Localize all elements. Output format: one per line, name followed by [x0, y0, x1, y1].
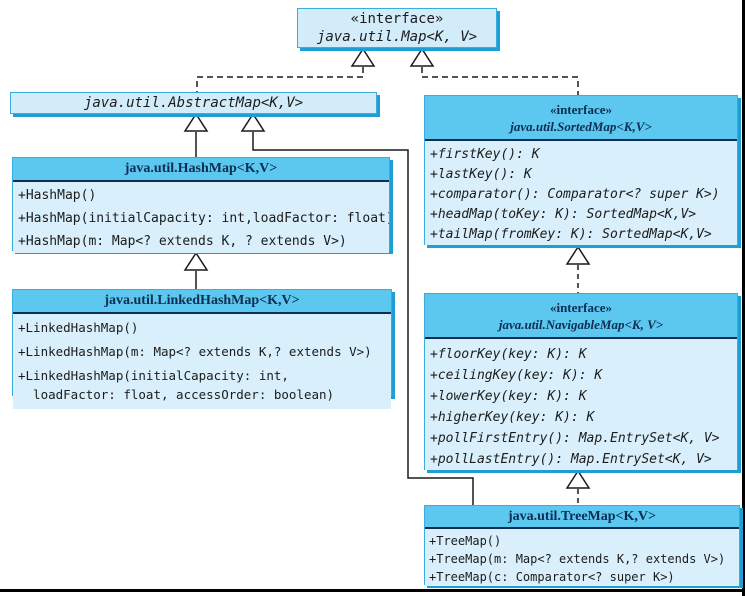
realization-arrow-abstractmap-to-map [196, 47, 376, 92]
class-box-treemap: java.util.TreeMap<K,V> +TreeMap()+TreeMa… [424, 505, 740, 586]
class-header-sortedmap: «interface» java.util.SortedMap<K,V> [425, 96, 737, 141]
generalization-arrow-treemap-to-abstractmap [240, 112, 474, 505]
class-header-hashmap: java.util.HashMap<K,V> [13, 158, 389, 182]
class-box-linkedhashmap: java.util.LinkedHashMap<K,V> +LinkedHash… [12, 289, 392, 409]
class-box-hashmap: java.util.HashMap<K,V> +HashMap()+HashMa… [12, 157, 390, 253]
generalization-arrow-hashmap-to-abstractmap [183, 112, 209, 157]
class-box-sortedmap: «interface» java.util.SortedMap<K,V> +fi… [424, 95, 738, 245]
class-name-treemap: java.util.TreeMap<K,V> [507, 508, 657, 524]
member-list-hashmap: +HashMap() +HashMap(initialCapacity: int,… [13, 182, 389, 253]
generalization-arrow-sortedmap-to-map [409, 47, 579, 95]
class-header-linkedhashmap: java.util.LinkedHashMap<K,V> [13, 290, 391, 314]
stereotype-label: «interface» [350, 11, 444, 27]
member-line: +firstKey(): K [430, 147, 540, 162]
class-header-treemap: java.util.TreeMap<K,V> [425, 506, 739, 529]
member-line: +comparator(): Comparator<? super K>) [430, 187, 720, 202]
stereotype-label: «interface» [549, 299, 613, 315]
class-name-map: java.util.Map<K, V> [316, 29, 478, 45]
class-name-hashmap: java.util.HashMap<K,V> [124, 161, 278, 176]
generalization-arrow-linkedhashmap-to-hashmap [183, 251, 209, 289]
member-line: +tailMap(fromKey: K): SortedMap<K,V> [430, 227, 712, 242]
member-line: +HashMap(m: Map<? extends K, ? extends V… [18, 234, 347, 249]
member-line: +HashMap() [18, 188, 97, 203]
member-line: +lowerKey(key: K): K [430, 389, 587, 404]
class-name-linkedhashmap: java.util.LinkedHashMap<K,V> [104, 293, 300, 308]
figure-border-bottom [0, 589, 745, 592]
class-header-navigablemap: «interface» java.util.NavigableMap<K, V> [425, 294, 737, 339]
realization-arrow-treemap-to-navigablemap [565, 469, 591, 505]
stereotype-label: «interface» [549, 101, 613, 117]
class-name-navigablemap: java.util.NavigableMap<K, V> [498, 316, 664, 332]
figure-border-right [742, 0, 745, 596]
member-list-linkedhashmap: +LinkedHashMap() +LinkedHashMap(m: Map<? … [13, 314, 391, 409]
member-line: +headMap(toKey: K): SortedMap<K,V> [430, 207, 697, 222]
member-line: +floorKey(key: K): K [430, 347, 587, 362]
class-box-navigablemap: «interface» java.util.NavigableMap<K, V>… [424, 293, 738, 470]
member-line: +TreeMap(c: Comparator<? super K>) [429, 570, 675, 584]
class-box-abstractmap: java.util.AbstractMap<K,V> [10, 92, 377, 114]
member-line: +LinkedHashMap(initialCapacity: int, loa… [18, 368, 335, 402]
member-line: +pollLastEntry(): Map.EntrySet<K, V> [430, 452, 712, 467]
member-list-navigablemap: +floorKey(key: K): K +ceilingKey(key: K):… [425, 339, 737, 470]
member-line: +lastKey(): K [430, 167, 532, 182]
member-line: +LinkedHashMap(m: Map<? extends K,? exte… [18, 344, 372, 359]
generalization-arrow-navigablemap-to-sortedmap [565, 245, 591, 293]
member-line: +pollFirstEntry(): Map.EntrySet<K, V> [430, 431, 720, 446]
member-line: +ceilingKey(key: K): K [430, 368, 603, 383]
member-list-treemap: +TreeMap() +TreeMap(m: Map<? extends K,? … [425, 529, 739, 586]
class-name-sortedmap: java.util.SortedMap<K,V> [510, 118, 652, 134]
member-line: +TreeMap(m: Map<? extends K,? extends V>… [429, 552, 726, 566]
member-list-sortedmap: +firstKey(): K +lastKey(): K +comparator()… [425, 141, 737, 245]
class-box-map: «interface» java.util.Map<K, V> [297, 8, 497, 48]
member-line: +LinkedHashMap() [18, 320, 139, 335]
member-line: +higherKey(key: K): K [430, 410, 595, 425]
class-name-abstractmap: java.util.AbstractMap<K,V> [83, 95, 304, 111]
member-line: +TreeMap() [429, 534, 502, 548]
member-line: +HashMap(initialCapacity: int,loadFactor… [18, 211, 389, 226]
